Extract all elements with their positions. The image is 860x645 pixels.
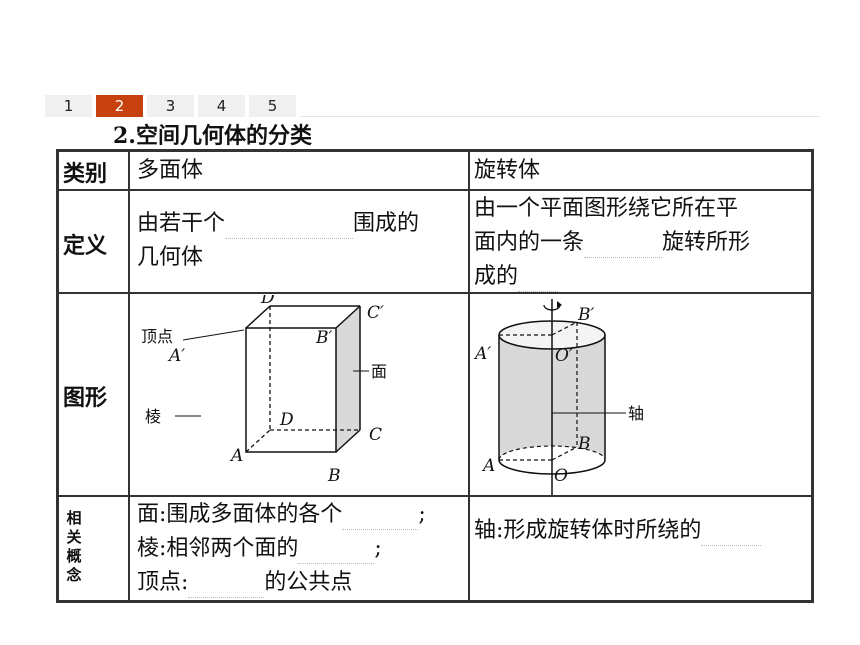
header-rotation: 旋转体 [474, 158, 541, 183]
row-label-definition: 定义 [63, 233, 108, 259]
cyl-label-b: B [577, 434, 591, 454]
prism-right-face [336, 306, 360, 452]
col-divider-2 [468, 152, 470, 600]
cyl-label-o1: O′ [555, 346, 573, 366]
concept-poly-vertex-1: 顶点: [137, 570, 189, 595]
header-polyhedron: 多面体 [137, 158, 204, 183]
row-label-figure: 图形 [63, 385, 108, 411]
concept-poly-blank-3 [188, 568, 265, 598]
tab-4[interactable]: 4 [198, 95, 245, 117]
cyl-label-a1: A′ [473, 344, 491, 364]
row-divider-3 [59, 495, 811, 497]
def-poly-text-2: 围成的 [353, 211, 420, 236]
tab-3[interactable]: 3 [147, 95, 194, 117]
semicolon-1: ; [418, 502, 426, 527]
prism-label-face: 面 [371, 362, 387, 381]
definition-polyhedron: 由若干个 围成的 几何体 [137, 207, 462, 275]
cyl-label-axis: 轴 [628, 404, 644, 423]
row-divider-1 [59, 189, 811, 191]
prism-label-vertex: 顶点 [141, 327, 173, 346]
prism-label-c1: C′ [367, 303, 384, 323]
slide-tabs: 1 2 3 4 5 [45, 95, 296, 117]
concept-poly-face: 面:围成多面体的各个 [137, 502, 343, 527]
concept-poly-blank-1 [342, 500, 419, 530]
concept-rotation: 轴:形成旋转体时所绕的 [474, 514, 809, 548]
cyl-label-a: A [481, 456, 495, 476]
row-label-concept: 相关概念 [66, 509, 82, 584]
header-category: 类别 [63, 161, 108, 187]
def-poly-text-1: 由若干个 [137, 211, 226, 236]
row-divider-2 [59, 292, 811, 294]
prism-label-b: B [327, 466, 341, 486]
prism-label-a: A [229, 446, 243, 466]
tab-1[interactable]: 1 [45, 95, 92, 117]
def-poly-text-3: 几何体 [137, 245, 204, 270]
semicolon-2: ; [374, 536, 382, 561]
cyl-label-o: O [554, 466, 568, 486]
def-rot-text-2: 面内的一条 [474, 230, 585, 255]
prism-label-edge: 棱 [145, 407, 161, 426]
cyl-label-b1: B′ [577, 305, 594, 325]
rotation-arrow [543, 304, 561, 311]
def-rot-text-3: 旋转所形 [662, 230, 751, 255]
concept-poly-blank-2 [298, 534, 375, 564]
def-rot-text-4: 成的 [474, 264, 519, 289]
classification-table: 类别 多面体 旋转体 定义 由若干个 围成的 几何体 由一个平面图形绕它所在平 面… [56, 149, 814, 603]
concept-rot-blank [701, 516, 762, 546]
concept-poly-edge: 棱:相邻两个面的 [137, 536, 299, 561]
concept-rot-axis: 轴:形成旋转体时所绕的 [474, 518, 702, 543]
def-rot-blank-2 [518, 262, 559, 292]
def-rot-blank-1 [584, 228, 663, 258]
def-poly-blank [225, 209, 354, 239]
prism-label-c: C [369, 425, 382, 445]
definition-rotation: 由一个平面图形绕它所在平 面内的一条 旋转所形 成的 [474, 192, 809, 294]
cylinder-diagram: B′ A′ O′ 轴 B A O [473, 299, 644, 495]
concept-poly-vertex-2: 的公共点 [264, 570, 353, 595]
concept-polyhedron: 面:围成多面体的各个; 棱:相邻两个面的; 顶点: 的公共点 [137, 498, 467, 600]
tab-5[interactable]: 5 [249, 95, 296, 117]
prism-label-b1: B′ [315, 328, 332, 348]
tab-2[interactable]: 2 [96, 95, 143, 117]
col-divider-1 [128, 152, 130, 600]
prism-diagram: D′ C′ B′ 顶点 A′ 面 棱 D C A B [141, 295, 387, 486]
tab-divider [300, 116, 820, 117]
prism-label-d1: D′ [260, 295, 279, 308]
prism-label-d: D [279, 410, 294, 430]
prism-label-a1: A′ [167, 346, 185, 366]
cylinder-bottom-back-arc [498, 445, 606, 461]
section-heading: 2.空间几何体的分类 [113, 123, 312, 149]
def-rot-text-1: 由一个平面图形绕它所在平 [474, 196, 739, 221]
